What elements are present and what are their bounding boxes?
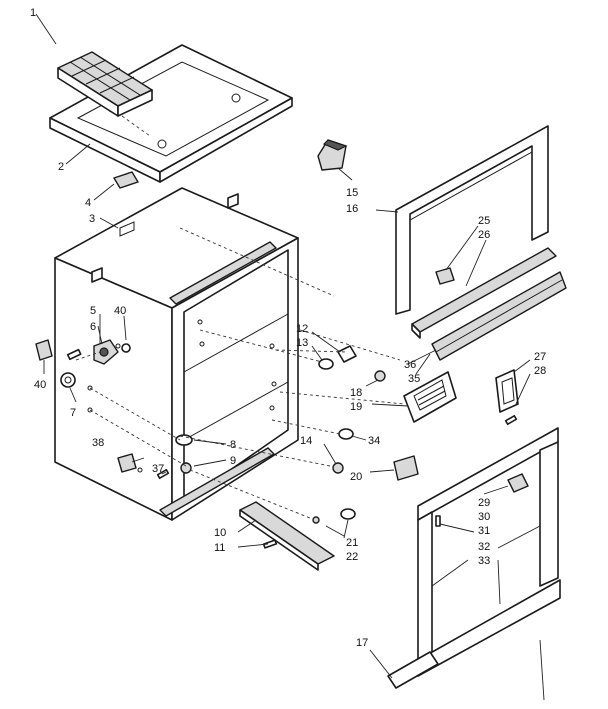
label-part-27: 27 [534,351,546,363]
label-part-10: 10 [214,527,226,539]
part-28-screw [504,414,518,426]
label-part-33: 33 [478,555,490,567]
door-seal-strip-lower [431,271,567,361]
label-part-30: 30 [478,511,490,523]
part-22-screw [312,516,320,524]
ice-tray [57,51,153,117]
label-part-25: 25 [478,215,490,227]
part-20-bracket [393,455,419,481]
part-21-cap [340,508,356,520]
label-part-37: 37 [152,463,164,475]
label-part-28: 28 [534,365,546,377]
part-25-clip [435,267,455,285]
part-9-nut [180,462,192,474]
lower-door-frame [387,427,561,689]
label-part-5: 5 [90,305,96,317]
label-part-2: 2 [58,161,64,173]
label-part-7: 7 [70,407,76,419]
part-14-nut [332,462,344,474]
label-part-11: 11 [214,542,225,554]
label-part-8: 8 [230,439,236,451]
upper-door-frame [395,125,549,315]
label-part-3: 3 [89,213,95,225]
control-knob [317,139,348,171]
label-part-14: 14 [300,435,312,447]
part-5-screw [66,348,82,361]
label-part-1: 1 [30,7,36,19]
label-part-16: 16 [346,203,358,215]
label-part-13: 13 [296,337,308,349]
label-part-22: 22 [346,551,358,563]
label-part-21: 21 [346,537,358,549]
part-4-clip [113,171,139,189]
part-40-clip [35,339,53,361]
top-cover [49,44,293,183]
part-34-plug [338,428,354,440]
leader-lines [35,13,545,701]
bottom-rail [239,501,335,571]
label-part-38: 38 [92,437,104,449]
part-38-clip [117,453,137,473]
label-part-39: 40 [114,305,126,317]
part-labels: 1 2 4 3 5 6 40 40 40 7 38 8 9 37 10 11 1… [30,7,546,649]
label-part-31: 31 [478,525,490,537]
label-part-40-visible: 40 [34,379,46,391]
door-seal-strip-upper [411,247,557,339]
lamp-socket [318,345,357,370]
label-part-35-text: 35 [408,373,420,385]
label-part-32: 32 [478,541,490,553]
part-18-screw [374,370,386,382]
label-part-19: 19 [350,401,362,413]
part-27-bracket [495,369,519,413]
part-39-knob [121,343,131,353]
part-31-screw [435,515,441,527]
label-part-26: 26 [478,229,490,241]
label-part-4: 4 [85,197,91,209]
label-part-29: 29 [478,497,490,509]
label-part-36-text: 36 [404,359,416,371]
label-part-17: 17 [356,637,368,649]
cabinet-box [54,187,299,521]
label-part-12: 12 [296,323,308,335]
lamp-cover [403,371,457,423]
label-part-15: 15 [346,187,358,199]
label-part-18: 18 [350,387,362,399]
label-part-34: 34 [368,435,380,447]
label-part-9: 9 [230,455,236,467]
part-8-bushing [175,434,193,446]
part-7-bushing [60,372,76,388]
label-part-20-visible: 20 [350,471,362,483]
label-part-6: 6 [90,321,96,333]
part-29-clip [507,473,529,493]
